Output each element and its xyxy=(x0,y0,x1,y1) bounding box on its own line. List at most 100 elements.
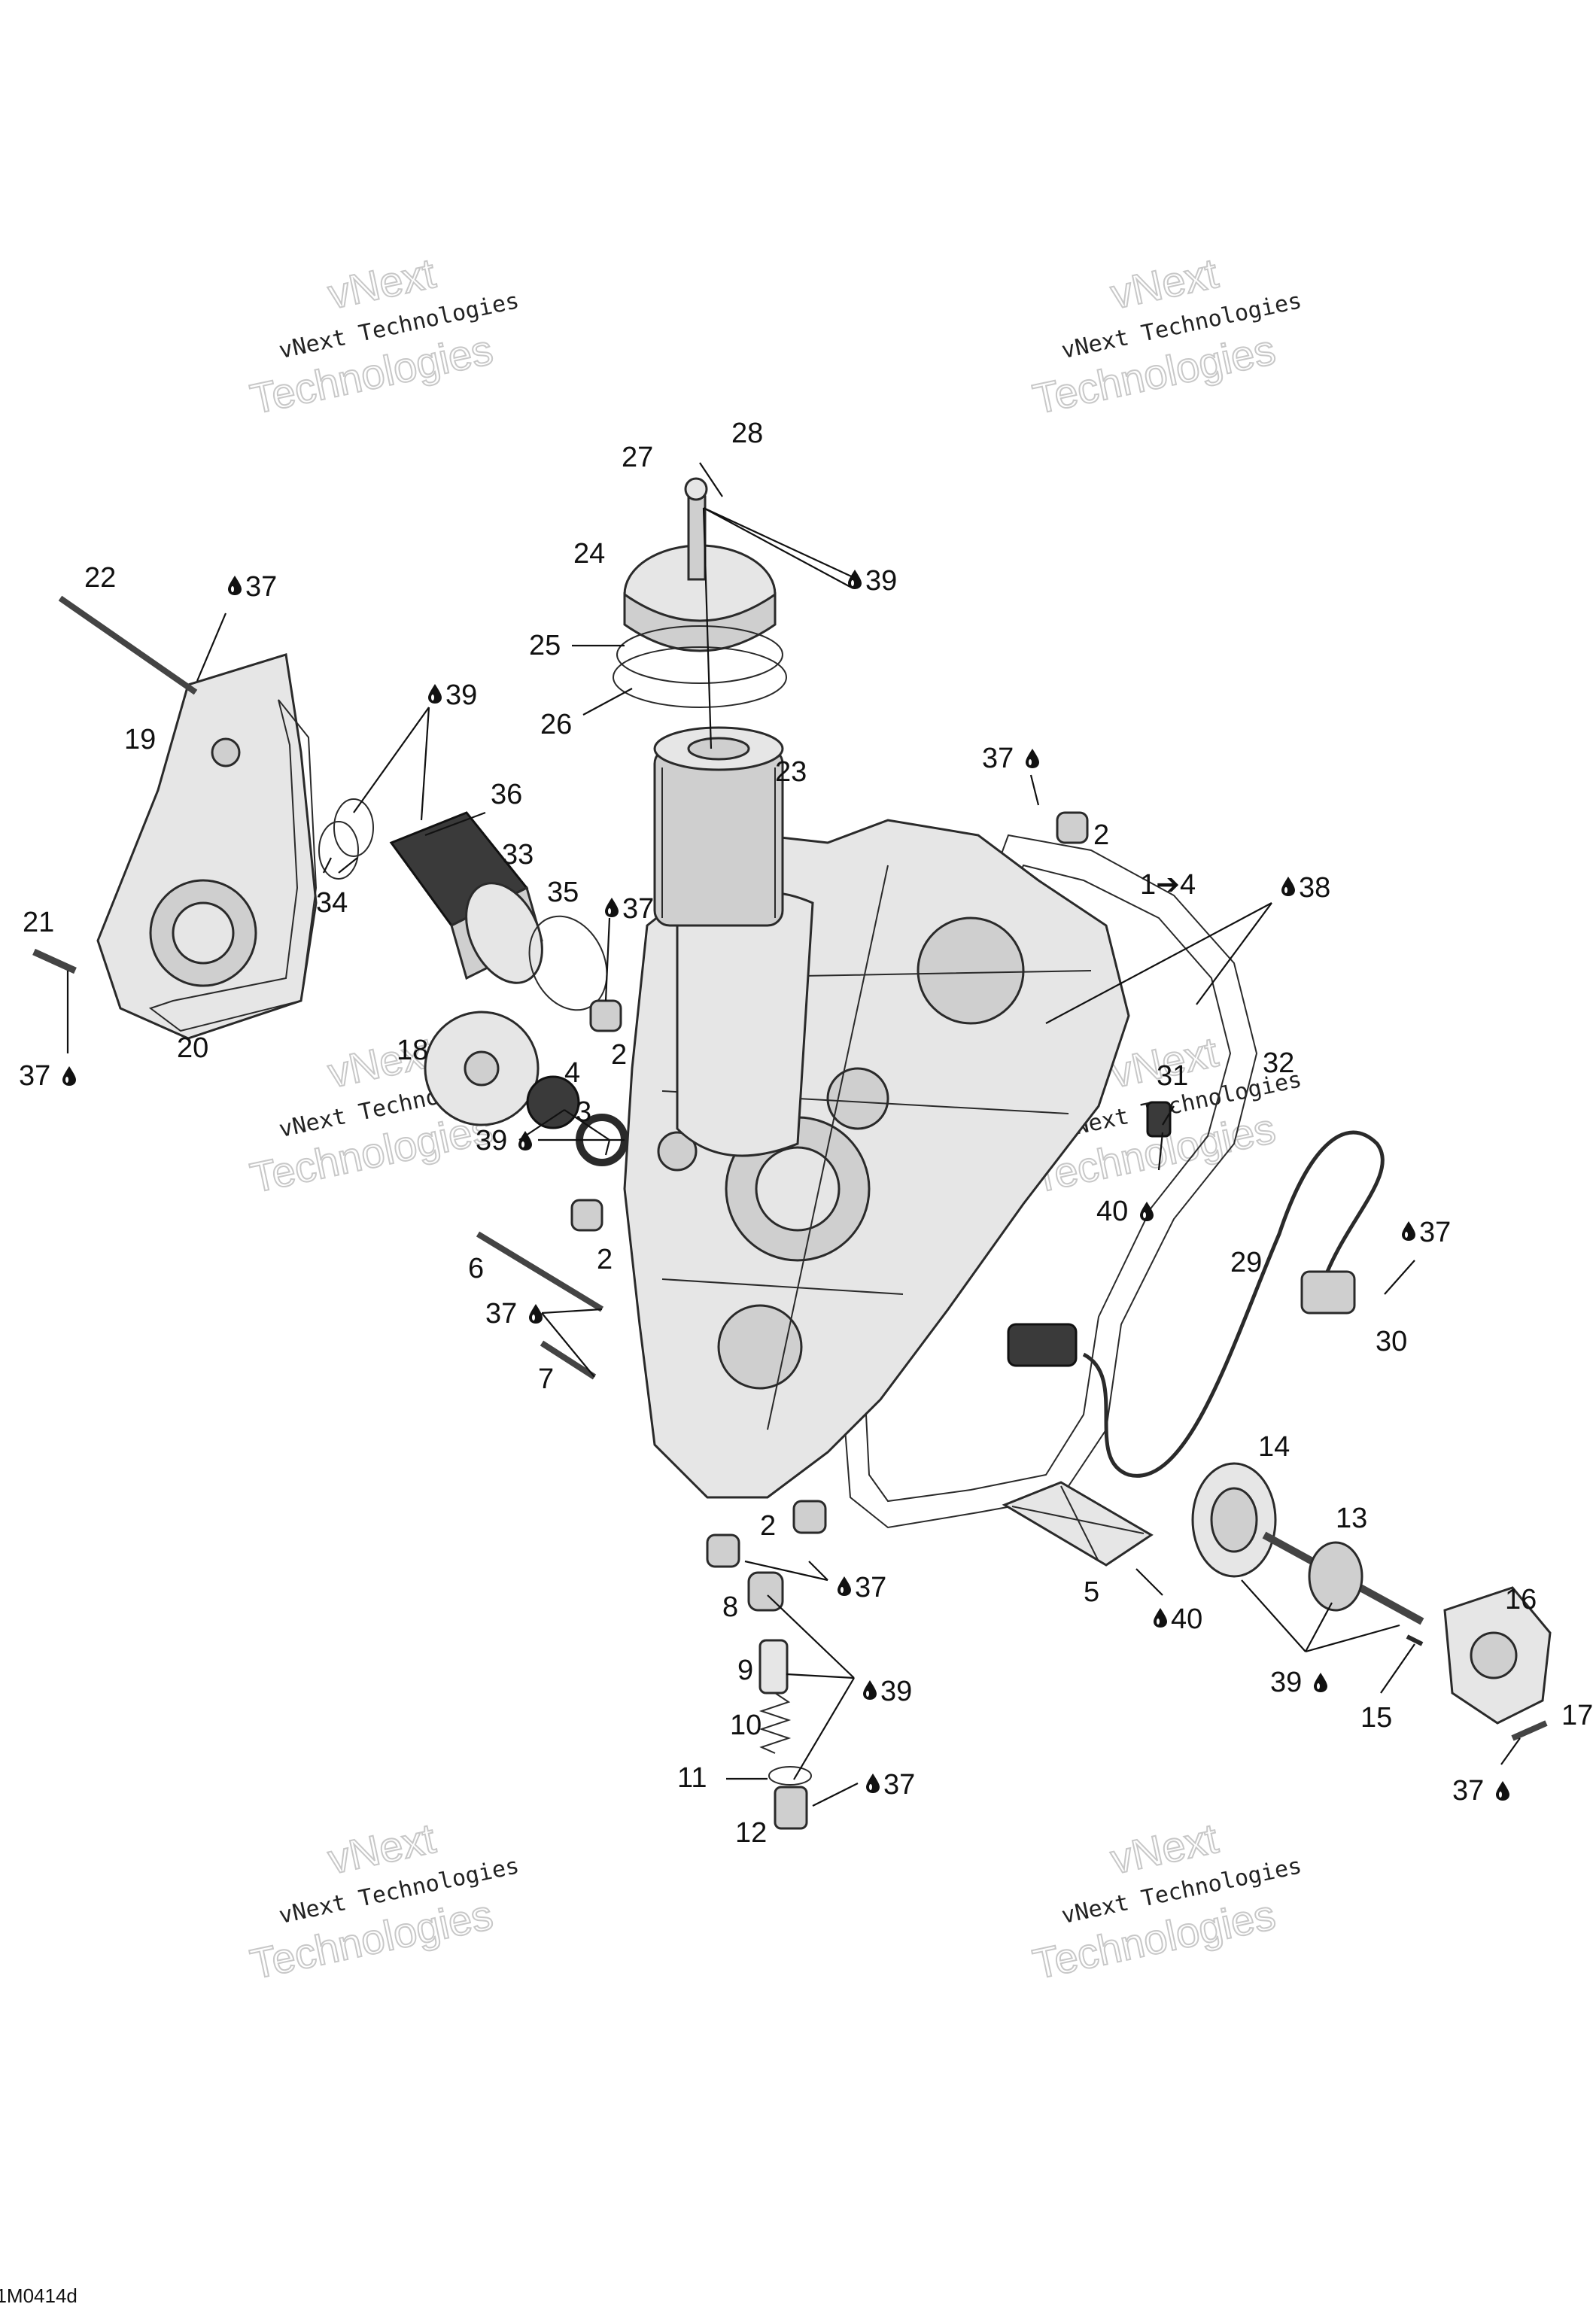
part-22-bolt xyxy=(58,595,198,695)
part-13-pump-shaft xyxy=(1262,1531,1424,1625)
part-2-plug-c xyxy=(1056,811,1089,844)
callout-39-top: 39 xyxy=(848,565,897,597)
callout-40-b: 40 xyxy=(1154,1603,1202,1635)
svg-text:39: 39 xyxy=(865,565,897,597)
part-33-hose xyxy=(389,811,543,984)
part-9-spring-seat xyxy=(758,1639,789,1695)
callout-40-a: 40 xyxy=(1096,1196,1154,1227)
part-34-ring-b xyxy=(318,821,359,880)
part-15-pin xyxy=(1406,1634,1424,1646)
callout-1to4: 1➔4 xyxy=(1140,869,1196,901)
part-16-pump-cover xyxy=(1443,1586,1552,1725)
callout-24: 24 xyxy=(573,538,605,570)
callout-39-b: 39 xyxy=(428,679,477,711)
watermark-bottom-right: vNext vNext Technologies Technologies xyxy=(1028,1813,1304,1989)
callout-14: 14 xyxy=(1258,1431,1290,1463)
part-12-plug xyxy=(774,1786,808,1830)
watermark-top-left: vNext vNext Technologies Technologies xyxy=(245,248,521,424)
callout-37-d: 37 xyxy=(485,1298,543,1330)
part-2-plug-b xyxy=(570,1199,603,1232)
part-5-strainer-mesh xyxy=(1011,1485,1145,1562)
callout-37-c: 37 xyxy=(19,1060,76,1092)
callout-16: 16 xyxy=(1505,1584,1537,1616)
callout-11: 11 xyxy=(677,1762,707,1794)
svg-text:39: 39 xyxy=(445,679,477,711)
callout-7: 7 xyxy=(538,1363,554,1395)
callout-37-h: 37 xyxy=(866,1769,915,1801)
part-31-screw xyxy=(1146,1101,1172,1138)
callout-19: 19 xyxy=(124,724,156,755)
callout-37-e: 37 xyxy=(982,743,1039,774)
part-4-seal xyxy=(526,1075,580,1129)
callout-2-c: 2 xyxy=(1093,819,1109,851)
callout-36: 36 xyxy=(491,779,522,810)
part-2-plug-e xyxy=(792,1500,827,1534)
callout-5: 5 xyxy=(1084,1576,1099,1608)
part-11-o-ring xyxy=(768,1766,812,1786)
svg-text:39: 39 xyxy=(1270,1667,1302,1698)
callout-37-g: 37 xyxy=(838,1572,886,1603)
svg-text:37: 37 xyxy=(982,743,1014,774)
callout-34: 34 xyxy=(316,887,348,919)
callout-2-d: 2 xyxy=(760,1510,776,1542)
svg-text:37: 37 xyxy=(485,1298,517,1330)
svg-text:37: 37 xyxy=(855,1572,886,1603)
svg-text:37: 37 xyxy=(19,1060,50,1092)
svg-text:37: 37 xyxy=(1419,1217,1451,1248)
callout-2-b: 2 xyxy=(597,1244,613,1275)
callout-30: 30 xyxy=(1376,1326,1407,1357)
callout-37-b: 37 xyxy=(605,893,654,925)
callout-33: 33 xyxy=(502,839,534,871)
callout-37-f: 37 xyxy=(1402,1217,1451,1248)
callout-8: 8 xyxy=(722,1591,738,1623)
watermark-top-right: vNext vNext Technologies Technologies xyxy=(1028,248,1304,424)
part-17-bolt xyxy=(1511,1720,1548,1741)
watermark-bottom-left: vNext vNext Technologies Technologies xyxy=(245,1813,521,1989)
part-35-clamp xyxy=(528,915,608,1011)
part-26-o-ring xyxy=(613,646,787,708)
callout-25: 25 xyxy=(529,630,561,661)
callout-39-e: 39 xyxy=(1270,1667,1327,1698)
figure-reference: 01M0414d xyxy=(0,2284,78,2307)
callout-39-d: 39 xyxy=(863,1676,912,1707)
callout-15: 15 xyxy=(1360,1702,1392,1734)
svg-text:38: 38 xyxy=(1299,872,1330,904)
part-6-bolt xyxy=(476,1231,604,1312)
callout-4: 4 xyxy=(564,1057,580,1089)
callout-37-i: 37 xyxy=(1452,1775,1509,1807)
callout-17: 17 xyxy=(1561,1700,1593,1731)
part-25-o-ring xyxy=(616,625,783,684)
part-34-ring xyxy=(333,798,374,857)
callout-13: 13 xyxy=(1336,1503,1367,1534)
part-10-spring xyxy=(758,1692,792,1754)
part-29-connector xyxy=(1007,1323,1078,1367)
svg-text:37: 37 xyxy=(245,571,277,603)
callout-39-c: 39 xyxy=(476,1125,532,1157)
callout-31: 31 xyxy=(1157,1060,1188,1092)
part-21-bolt xyxy=(32,948,77,974)
callout-9: 9 xyxy=(737,1655,753,1686)
callout-23: 23 xyxy=(775,756,807,788)
callout-22: 22 xyxy=(84,562,116,594)
leader-lines xyxy=(66,462,1521,1807)
part-2-plug-d xyxy=(706,1533,740,1568)
callout-12: 12 xyxy=(735,1817,767,1849)
callout-26: 26 xyxy=(540,709,572,740)
part-7-bolt xyxy=(540,1340,597,1380)
svg-text:39: 39 xyxy=(880,1676,912,1707)
part-19-water-pump-housing xyxy=(96,653,318,1040)
part-23-oil-filter xyxy=(653,726,814,1157)
callout-27: 27 xyxy=(622,442,653,473)
callout-29: 29 xyxy=(1230,1247,1262,1278)
callout-38: 38 xyxy=(1281,872,1330,904)
part-24-filter-cap xyxy=(623,477,777,652)
callout-28: 28 xyxy=(731,418,763,449)
callout-37-a: 37 xyxy=(228,571,277,603)
svg-text:37: 37 xyxy=(1452,1775,1484,1807)
callout-18: 18 xyxy=(397,1035,428,1066)
part-18-impeller xyxy=(424,1011,540,1126)
svg-text:39: 39 xyxy=(476,1125,507,1157)
part-30-sensor xyxy=(1300,1270,1356,1315)
callout-6: 6 xyxy=(468,1253,484,1284)
